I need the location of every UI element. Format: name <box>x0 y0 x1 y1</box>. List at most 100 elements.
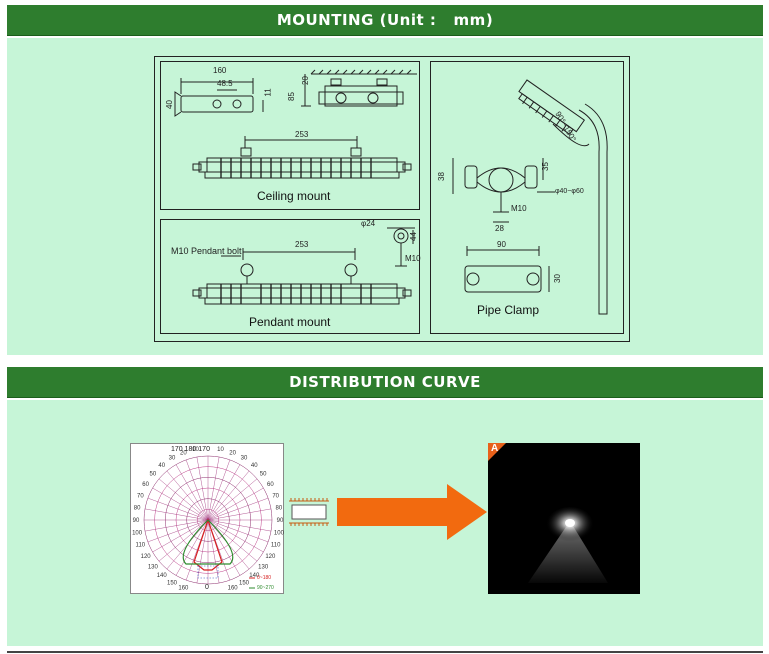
dim-38: 38 <box>436 172 446 181</box>
polar-angle-label-right: 150 <box>239 580 250 586</box>
polar-angle-label-right: 60 <box>267 482 274 488</box>
polar-angle-label-right: 140 <box>249 573 260 579</box>
polar-angle-label-right: 80 <box>276 505 283 511</box>
polar-spoke <box>196 519 209 584</box>
polar-spoke <box>207 464 241 521</box>
polar-angle-label-right: 40 <box>251 463 258 469</box>
ceiling-mount-drawing <box>174 69 417 179</box>
polar-spoke <box>207 519 258 562</box>
pendant-mount-drawing <box>192 227 415 305</box>
polar-spoke <box>147 497 209 521</box>
polar-angle-label-left: 40 <box>158 463 165 469</box>
mounting-title: MOUNTING (Unit : mm) <box>276 11 494 29</box>
polar-angle-label-left: 70 <box>137 493 144 499</box>
polar-angle-label-right: 100 <box>274 531 285 537</box>
polar-angle-label-right: 50 <box>260 472 267 478</box>
dim-m10-pendant: M10 <box>405 254 421 263</box>
pipe-clamp-caption: Pipe Clamp <box>477 303 540 317</box>
distribution-section-header: DISTRIBUTION CURVE <box>7 367 763 398</box>
polar-spoke <box>175 464 209 521</box>
legend-0-180: 0~180 <box>257 575 272 581</box>
dim-85: 85 <box>286 92 296 101</box>
bottom-rule <box>7 651 763 653</box>
dim-40: 40 <box>164 100 174 109</box>
luminaire-side-icon <box>289 498 329 526</box>
polar-angle-label-left: 150 <box>167 580 178 586</box>
polar-spoke <box>152 487 209 521</box>
polar-angle-label-left: 90 <box>133 518 140 524</box>
polar-spoke <box>207 519 241 576</box>
light-beam-graphic <box>528 507 608 583</box>
polar-spoke <box>166 470 209 521</box>
polar-spoke <box>207 519 264 553</box>
legend-90-270: 90~270 <box>257 585 274 591</box>
dim-28: 28 <box>495 224 504 233</box>
dim-90: 90 <box>497 240 506 249</box>
polar-top-label-right: 170 <box>198 446 210 453</box>
pipe-clamp-box: 90°~150° 38 35 28 M10 φ40~φ60 90 30 Pipe… <box>430 61 624 334</box>
curve-90-270 <box>182 519 234 565</box>
polar-spoke <box>207 487 264 521</box>
polar-angle-label-left: 130 <box>148 564 159 570</box>
polar-angle-label-left: 140 <box>157 573 168 579</box>
polar-angle-label-left: 60 <box>142 482 149 488</box>
dim-30: 30 <box>552 274 562 283</box>
pendant-mount-caption: Pendant mount <box>249 315 331 329</box>
polar-angle-label-right: 130 <box>258 564 269 570</box>
dim-44: 44 <box>408 232 418 241</box>
dim-phi40-60: φ40~φ60 <box>555 188 584 195</box>
ceiling-mount-caption: Ceiling mount <box>257 189 331 203</box>
polar-spoke <box>207 519 220 584</box>
pipe-clamp-drawing <box>452 79 608 315</box>
polar-angle-label-right: 10 <box>217 447 224 453</box>
polar-angle-label-right: 70 <box>272 493 279 499</box>
polar-spoke <box>207 459 231 521</box>
dim-253-pendant: 253 <box>295 240 309 249</box>
polar-angle-label-left: 50 <box>150 472 157 478</box>
orange-arrow <box>337 484 487 540</box>
polar-top-labels: 170 180 170 <box>171 446 210 453</box>
mounting-section-header: MOUNTING (Unit : mm) <box>7 5 763 36</box>
polar-angle-label-left: 30 <box>169 456 176 462</box>
polar-angle-label-right: 110 <box>271 543 281 549</box>
dim-253-ceiling: 253 <box>295 130 309 139</box>
dim-m10-pipe: M10 <box>511 204 527 213</box>
polar-angle-label-left: 20 <box>180 450 187 456</box>
polar-angle-label-right: 30 <box>241 456 248 462</box>
dim-160: 160 <box>213 66 227 75</box>
polar-spoke <box>175 519 209 576</box>
polar-angle-label-left: 160 <box>178 586 189 592</box>
dim-phi24: φ24 <box>361 219 376 228</box>
polar-top-label-left: 170 <box>171 446 183 453</box>
polar-spoke <box>158 519 209 562</box>
ceiling-mount-box: 160 48.5 40 11 20 85 253 Ceiling mount <box>160 61 420 210</box>
polar-angle-label-left: 100 <box>132 531 143 537</box>
polar-spoke <box>144 508 209 521</box>
polar-spoke <box>207 519 269 543</box>
polar-spoke <box>207 478 258 521</box>
polar-top-label-center: 180 <box>184 446 197 453</box>
polar-spoke <box>207 497 269 521</box>
pendant-mount-box: M10 Pendant bolt 253 φ24 44 M10 Pendant … <box>160 219 421 334</box>
dim-20: 20 <box>300 76 310 85</box>
polar-angle-label-right: 120 <box>265 554 276 560</box>
polar-bottom-label: 0 <box>205 584 209 591</box>
polar-spoke <box>185 459 209 521</box>
polar-spoke <box>144 519 209 532</box>
polar-spoke <box>147 519 209 543</box>
polar-spoke <box>158 478 209 521</box>
pendant-bolt-label: M10 Pendant bolt <box>171 246 242 256</box>
polar-angle-label-right: 20 <box>229 450 236 456</box>
polar-angle-label-left: 80 <box>134 505 141 511</box>
light-beam-photo: A <box>488 443 640 594</box>
badge-corner <box>488 443 506 461</box>
polar-spoke <box>152 519 209 553</box>
polar-spoke <box>207 456 220 521</box>
curve-0-180 <box>193 518 223 571</box>
polar-spoke <box>207 508 272 521</box>
polar-center-box <box>197 565 219 579</box>
polar-spoke <box>207 519 272 532</box>
